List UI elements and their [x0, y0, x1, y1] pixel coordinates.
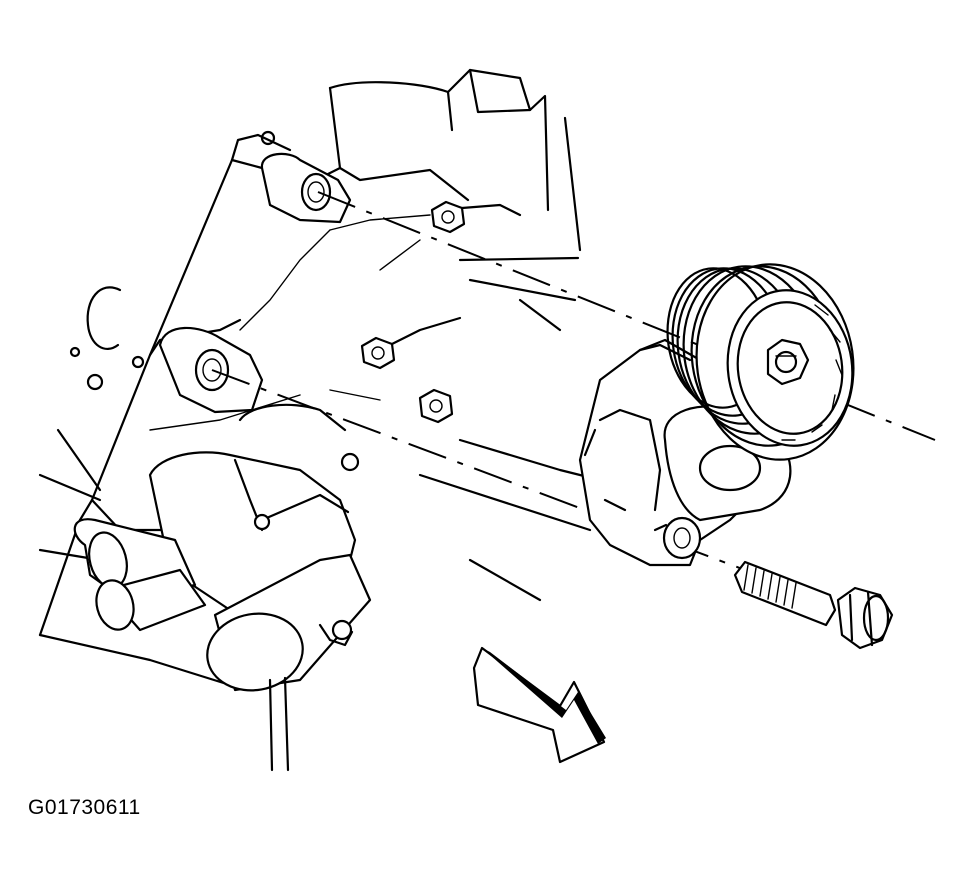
- tensioner-bolt: [733, 560, 894, 650]
- lower-mount-boss: [158, 326, 264, 414]
- block-nut-lower: [418, 388, 454, 424]
- radiator-hose-outlet: [206, 553, 372, 772]
- figure-id-label: G01730611: [28, 796, 141, 819]
- block-nut-upper: [430, 200, 522, 234]
- upper-mount-boss: [260, 152, 352, 224]
- block-nut-middle: [360, 316, 462, 370]
- heater-pipe-lower: [95, 568, 207, 632]
- tensioner-pulley: [666, 263, 855, 461]
- front-direction-arrow: [472, 646, 606, 764]
